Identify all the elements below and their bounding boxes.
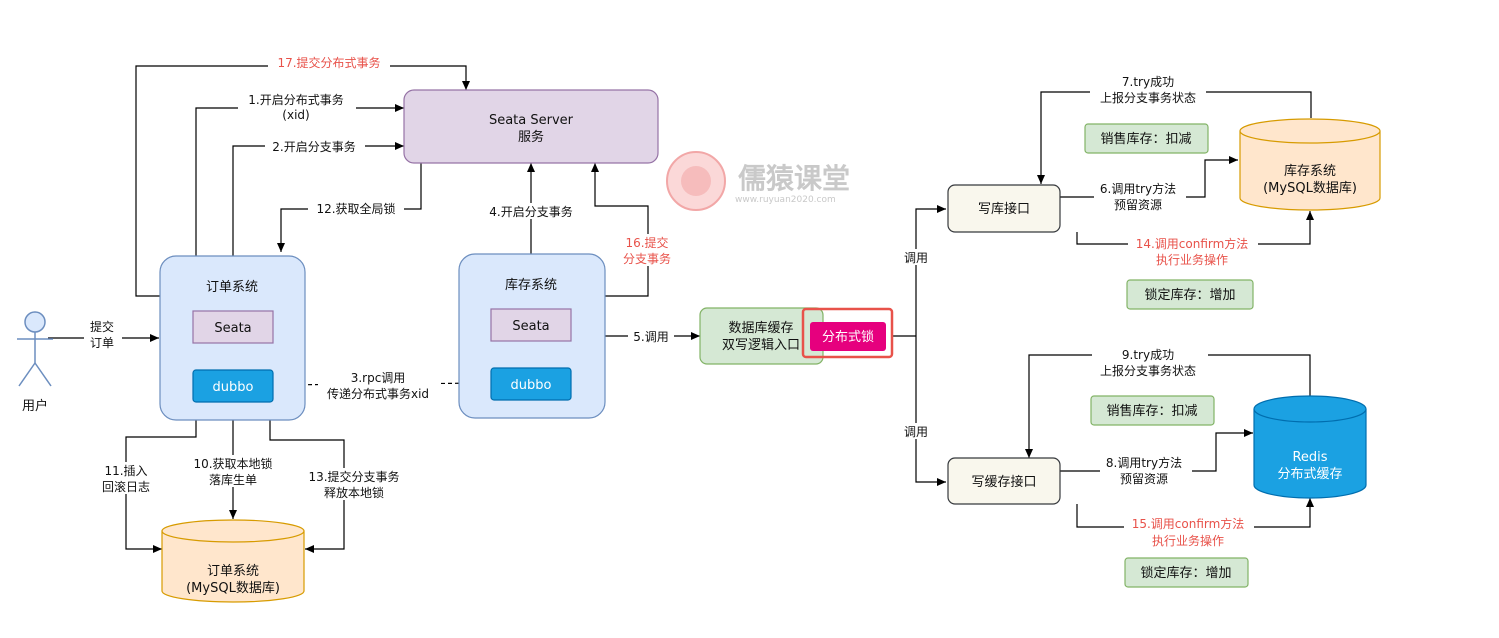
call-label-lower: 调用 — [904, 425, 928, 439]
step-11-label-line1: 11.插入 — [104, 464, 147, 478]
seata-server-subtitle: 服务 — [518, 129, 544, 145]
step-8-label-line1: 8.调用try方法 — [1106, 455, 1182, 470]
stock-db-subtitle: (MySQL数据库) — [1263, 180, 1357, 196]
seata-server-box — [403, 89, 659, 164]
step-5-label: 5.调用 — [633, 330, 668, 344]
watermark-title: 儒猿课堂 — [738, 162, 850, 195]
step-3-label-line2: 传递分布式事务xid — [327, 386, 429, 401]
order-db-title: 订单系统 — [207, 564, 259, 579]
stock-db-title: 库存系统 — [1284, 163, 1336, 179]
step-16-label-line2: 分支事务 — [623, 251, 671, 266]
call-label-upper: 调用 — [904, 251, 928, 265]
write-db-api-box — [947, 184, 1061, 233]
stock-db-cylinder — [1239, 118, 1381, 211]
redis-title: Redis — [1292, 450, 1327, 465]
sale-deduct-badge-1 — [1084, 123, 1209, 154]
step-6-label-line2: 预留资源 — [1114, 198, 1162, 212]
order-db-cylinder — [161, 519, 305, 603]
step-13-label-line1: 13.提交分支事务 — [308, 469, 399, 484]
step-15-label-line1: 15.调用confirm方法 — [1132, 516, 1245, 531]
dist-lock-label: 分布式锁 — [822, 329, 874, 345]
sale-deduct-label-1: 销售库存：扣减 — [1100, 131, 1191, 147]
step-6-label-line1: 6.调用try方法 — [1100, 181, 1176, 196]
write-cache-api-box — [947, 457, 1061, 505]
stock-seata-box — [490, 308, 572, 342]
step-1-label-line1: 1.开启分布式事务 — [248, 92, 343, 107]
submit-order-label-line2: 订单 — [90, 336, 114, 350]
step-10-label-line1: 10.获取本地锁 — [193, 456, 272, 471]
lock-add-label-2: 锁定库存：增加 — [1140, 565, 1231, 581]
step-14-label-line2: 执行业务操作 — [1156, 252, 1228, 267]
sale-deduct-badge-2 — [1090, 395, 1215, 426]
lock-add-badge-2 — [1124, 557, 1249, 588]
step-15-label-line2: 执行业务操作 — [1152, 533, 1224, 548]
order-dubbo-label: dubbo — [213, 380, 254, 395]
step-2-label: 2.开启分支事务 — [272, 139, 355, 154]
seata-server-title: Seata Server — [489, 113, 574, 128]
step-7-label-line2: 上报分支事务状态 — [1100, 90, 1196, 105]
redis-subtitle: 分布式缓存 — [1277, 467, 1342, 482]
stock-dubbo-label: dubbo — [511, 378, 552, 393]
watermark-url: www.ruyuan2020.com — [735, 195, 836, 205]
step-9-label-line1: 9.try成功 — [1122, 348, 1174, 362]
order-seata-label: Seata — [214, 321, 251, 336]
step-3-label-line1: 3.rpc调用 — [351, 371, 406, 385]
submit-order-label-line1: 提交 — [90, 319, 114, 334]
lock-add-badge-1 — [1126, 279, 1254, 310]
dual-write-line1: 数据库缓存 — [728, 320, 793, 336]
watermark: 儒猿课堂 www.ruyuan2020.com — [666, 151, 850, 211]
lock-add-label-1: 锁定库存：增加 — [1144, 287, 1235, 303]
redis-cylinder — [1253, 395, 1367, 499]
order-seata-box — [192, 310, 274, 344]
write-db-api-label: 写库接口 — [978, 201, 1030, 217]
dual-write-line2: 双写逻辑入口 — [722, 338, 800, 353]
monkey-face-icon — [681, 166, 711, 196]
dist-lock-box — [810, 322, 886, 351]
step-7-label-line1: 7.try成功 — [1122, 75, 1174, 89]
stock-system-title: 库存系统 — [505, 277, 557, 293]
stock-dubbo-box — [490, 367, 572, 401]
step-8-label-line2: 预留资源 — [1120, 472, 1168, 486]
sale-deduct-label-2: 销售库存：扣减 — [1106, 403, 1197, 419]
step-17-label: 17.提交分布式事务 — [277, 55, 380, 70]
order-system-title: 订单系统 — [206, 280, 258, 295]
dist-lock-highlight — [801, 307, 894, 359]
step-4-label: 4.开启分支事务 — [489, 204, 572, 219]
write-cache-api-label: 写缓存接口 — [971, 474, 1036, 490]
user-label: 用户 — [22, 398, 48, 414]
order-dubbo-box — [192, 369, 274, 403]
stock-seata-label: Seata — [512, 319, 549, 334]
edge-labels: 17.提交分布式事务 1.开启分布式事务 (xid) 2.开启分支事务 12.获… — [84, 55, 1258, 548]
step-12-label: 12.获取全局锁 — [316, 201, 395, 216]
step-10-label-line2: 落库生单 — [209, 472, 257, 487]
step-13-label-line2: 释放本地锁 — [324, 485, 384, 500]
user-actor-icon — [17, 311, 53, 387]
step-14-label-line1: 14.调用confirm方法 — [1136, 236, 1249, 251]
step-9-label-line2: 上报分支事务状态 — [1100, 363, 1196, 378]
order-db-subtitle: (MySQL数据库) — [186, 580, 280, 596]
step-1-label-line2: (xid) — [282, 108, 309, 122]
step-11-label-line2: 回滚日志 — [102, 479, 150, 494]
step-16-label-line1: 16.提交 — [625, 235, 668, 250]
